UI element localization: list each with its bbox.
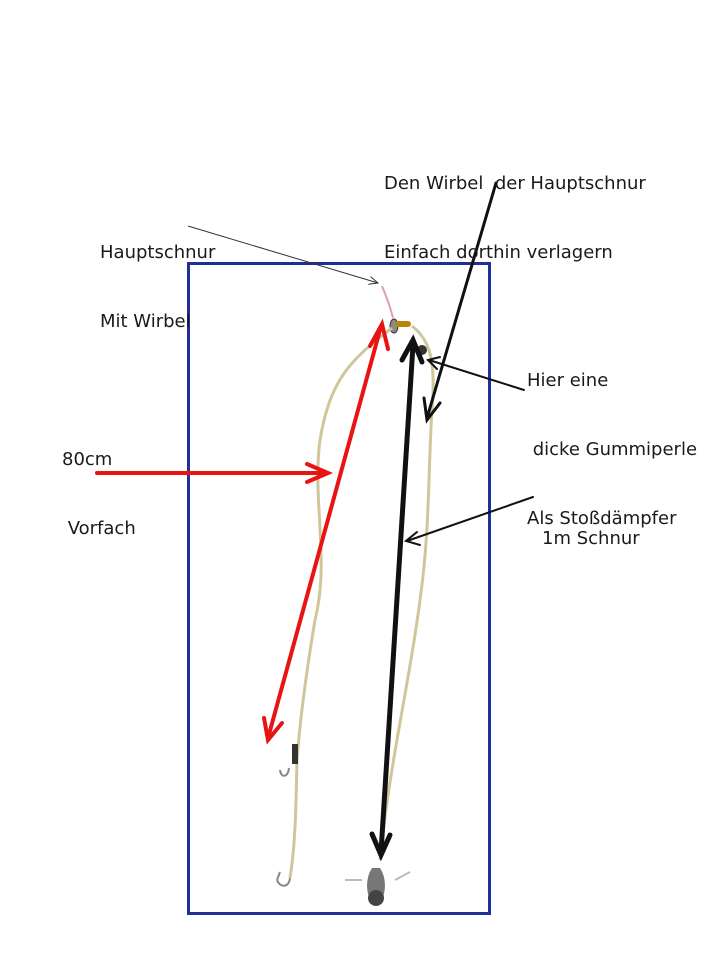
bead-line1: Hier eine (527, 370, 609, 391)
leader-label: 80cm Vorfach (62, 402, 136, 563)
leader-line (288, 326, 393, 879)
swivel-note-line1: Den Wirbel der Hauptschnur (384, 173, 646, 194)
swivel-note-line2: Einfach dorthin verlagern (384, 242, 613, 263)
line-length-arrow (369, 334, 425, 862)
main-line-note-arrow (187, 225, 378, 283)
swivel-note-arrow (422, 181, 498, 424)
bead-line2: dicke Gummiperle (527, 439, 698, 460)
swivel-note-label: Den Wirbel der Hauptschnur Einfach dorth… (384, 126, 646, 287)
bead-label: Hier eine dicke Gummiperle Als Stoßdämpf… (527, 323, 697, 553)
hook-icon-small (279, 767, 290, 777)
main-line-line2: Mit Wirbel (100, 311, 191, 332)
leader-length-arrow (262, 318, 390, 745)
bead-line3: Als Stoßdämpfer (527, 508, 677, 529)
main-line-line1: Hauptschnur (100, 242, 216, 263)
line-length-label: 1m Schnur (542, 481, 640, 573)
line-length-line1: 1m Schnur (542, 528, 640, 549)
leader-label-arrow (95, 462, 334, 484)
hook-icon (276, 871, 291, 887)
sinker-icon (345, 868, 411, 906)
leader-line1: 80cm (62, 449, 113, 470)
line-length-note-arrow (403, 496, 534, 546)
leader-swivel-icon (292, 744, 298, 764)
main-line-label: Hauptschnur Mit Wirbel (100, 195, 215, 356)
bead-note-arrow (426, 356, 525, 391)
leader-line2: Vorfach (62, 518, 136, 539)
sinker-line (378, 324, 435, 861)
main-line (381, 285, 394, 319)
